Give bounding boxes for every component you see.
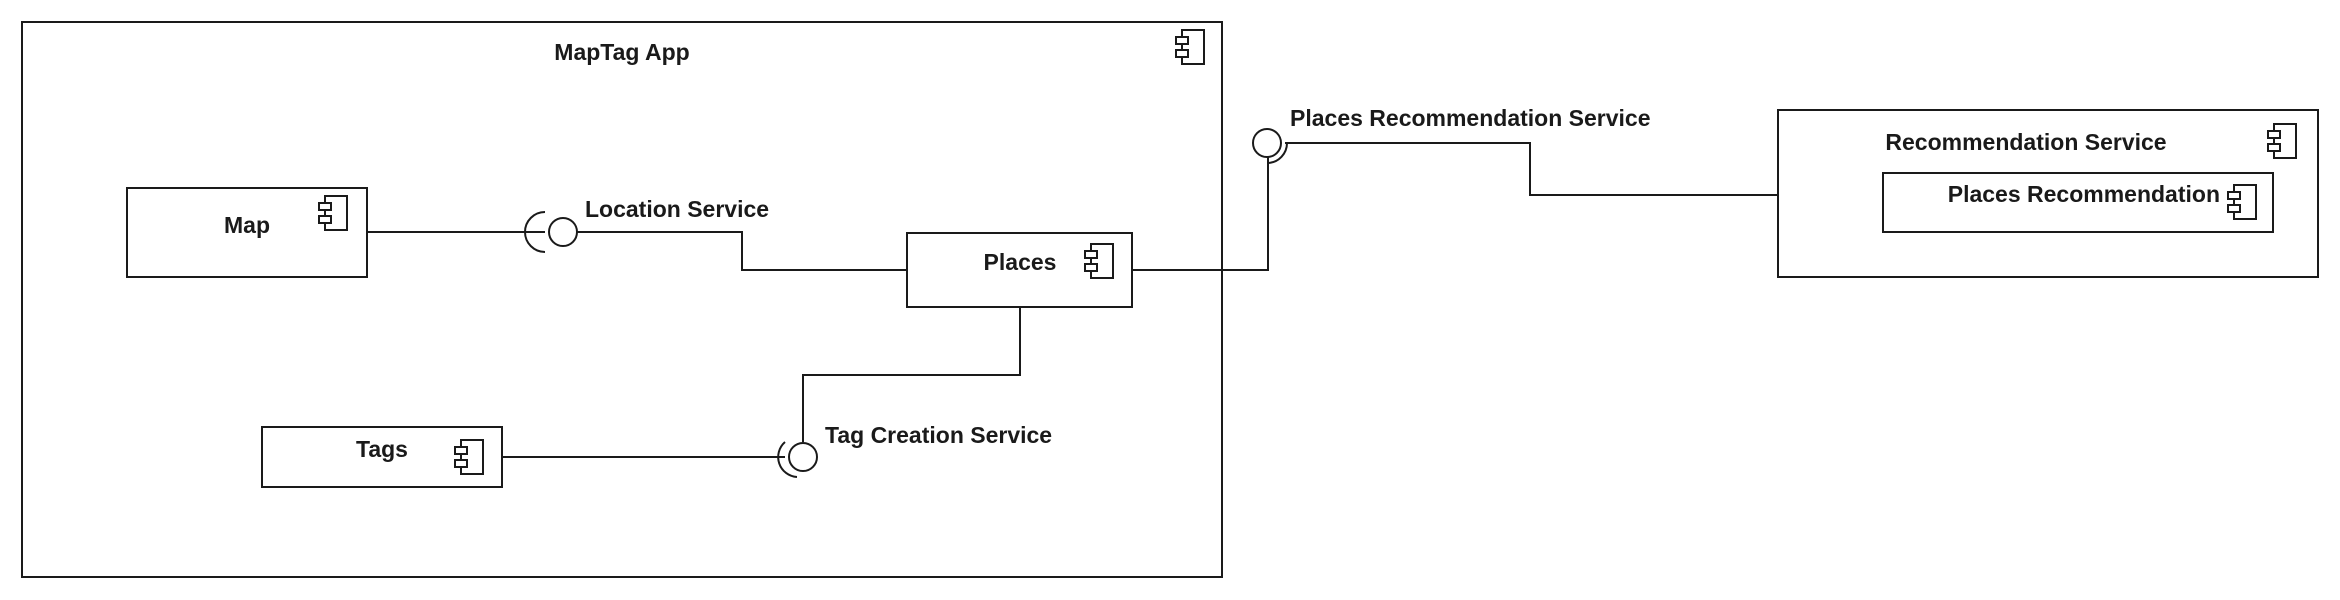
map-component[interactable]: Map (126, 187, 368, 278)
tag-creation-service-label: Tag Creation Service (825, 422, 1052, 448)
places-recommendation-label: Places Recommendation (1948, 181, 2220, 207)
tags-component-label: Tags (356, 436, 408, 462)
required-interface-socket-icon (1267, 142, 1289, 164)
component-icon (1175, 29, 1205, 65)
tags-component[interactable]: Tags (261, 426, 503, 488)
location-service-interface[interactable]: Location Service (524, 196, 769, 253)
tag-creation-service-interface[interactable]: Tag Creation Service (777, 422, 1052, 478)
component-icon (318, 195, 348, 231)
places-recommendation-service-interface[interactable]: Places Recommendation Service (1252, 105, 1651, 164)
maptag-app-title: MapTag App (554, 39, 689, 65)
required-interface-socket-icon (524, 211, 546, 253)
provided-interface-ball-icon (548, 217, 578, 247)
recommendation-interface-to-service-connector (1285, 142, 1778, 196)
places-recommendation-component[interactable]: Places Recommendation (1882, 172, 2274, 233)
places-recommendation-service-label: Places Recommendation Service (1290, 105, 1651, 131)
component-icon (454, 439, 484, 475)
required-interface-socket-icon (777, 441, 798, 478)
map-component-label: Map (224, 212, 270, 238)
places-component-label: Places (984, 249, 1057, 275)
recommendation-service-title: Recommendation Service (1885, 129, 2166, 155)
location-service-label: Location Service (585, 196, 769, 222)
component-icon (2267, 123, 2297, 159)
location-service-to-places-connector (575, 231, 907, 271)
provided-interface-ball-icon (788, 442, 818, 472)
component-icon (1084, 243, 1114, 279)
provided-interface-ball-icon (1252, 128, 1282, 158)
places-to-recommendation-interface-connector (1132, 156, 1269, 271)
places-component[interactable]: Places (906, 232, 1133, 308)
component-icon (2227, 184, 2257, 220)
tag-creation-to-places-connector (802, 307, 1021, 442)
